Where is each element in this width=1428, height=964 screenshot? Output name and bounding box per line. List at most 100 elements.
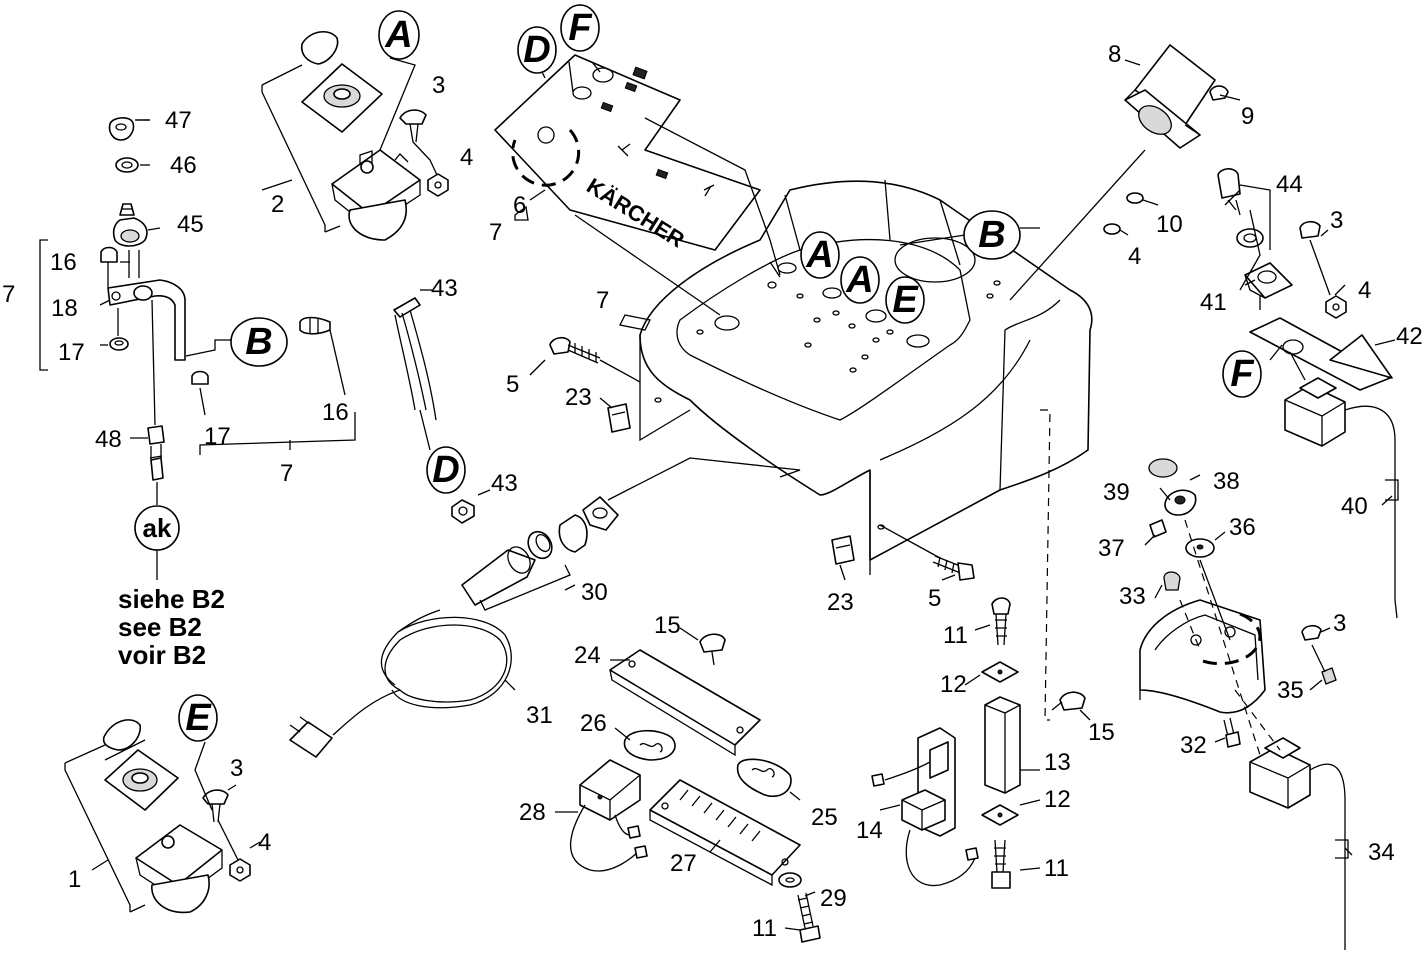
marker-a-left: A — [378, 10, 420, 60]
label-part-4-a: 4 — [460, 144, 473, 171]
label-part-28: 28 — [519, 799, 546, 826]
label-part-9: 9 — [1241, 103, 1254, 130]
label-part-5-a: 5 — [506, 371, 519, 398]
marker-a-housing-1: A — [800, 231, 840, 279]
marker-f-top: F — [560, 4, 600, 52]
label-part-11-a: 11 — [943, 622, 968, 649]
label-part-4-d: 4 — [1358, 277, 1371, 304]
label-part-31: 31 — [526, 702, 553, 729]
screw-5-lower — [879, 524, 975, 581]
label-part-17-b: 17 — [204, 423, 231, 450]
label-part-47: 47 — [165, 107, 192, 134]
label-part-23-a: 23 — [565, 384, 592, 411]
label-part-3-d: 3 — [1333, 610, 1346, 637]
svg-text:E: E — [892, 279, 919, 321]
label-part-26: 26 — [580, 710, 607, 737]
leader-lines — [91, 57, 1396, 931]
cable-43 — [393, 297, 475, 524]
label-part-7-a: 7 — [489, 219, 502, 246]
label-part-15-a: 15 — [654, 612, 681, 639]
svg-text:E: E — [185, 697, 212, 739]
plug-assembly-30 — [461, 457, 801, 611]
label-part-36: 36 — [1229, 514, 1256, 541]
label-part-6: 6 — [513, 192, 526, 219]
marker-b-housing: B — [963, 210, 1021, 260]
marker-a-housing-2: A — [840, 256, 880, 304]
label-part-16-b: 16 — [322, 399, 349, 426]
label-part-35: 35 — [1277, 677, 1304, 704]
label-part-16-a: 16 — [50, 249, 77, 276]
switch-assembly-2 — [261, 31, 421, 241]
marker-f-right: F — [1222, 350, 1262, 398]
socket-8 — [1124, 44, 1216, 149]
svg-text:D: D — [432, 449, 459, 491]
label-part-12-b: 12 — [1044, 786, 1071, 813]
nut-4-right-small — [1103, 223, 1121, 235]
label-part-24: 24 — [574, 642, 601, 669]
label-part-15-b: 15 — [1088, 719, 1115, 746]
switch-box-34 — [1249, 737, 1349, 950]
label-part-25: 25 — [811, 804, 838, 831]
marker-b-left: B — [230, 317, 288, 367]
label-part-32: 32 — [1180, 732, 1207, 759]
svg-text:ak: ak — [143, 513, 172, 543]
svg-text:F: F — [1230, 353, 1255, 395]
label-part-39: 39 — [1103, 479, 1130, 506]
part-number-labels: 1 2 3 3 3 3 4 4 4 4 5 5 6 7 7 7 7 8 9 10… — [2, 41, 1423, 942]
label-part-8: 8 — [1108, 41, 1121, 68]
block-13 — [984, 696, 1021, 794]
label-part-44: 44 — [1276, 171, 1303, 198]
sleeve-35 — [1321, 667, 1337, 685]
label-part-5-b: 5 — [928, 585, 941, 612]
spring-44 — [1217, 168, 1264, 248]
grommet-26 — [623, 729, 676, 761]
nut-4-upper — [427, 173, 449, 197]
main-housing — [639, 179, 1093, 575]
svg-text:B: B — [978, 214, 1005, 256]
label-part-4-b: 4 — [258, 829, 271, 856]
label-part-14: 14 — [856, 817, 883, 844]
screw-32 — [1223, 717, 1241, 748]
label-part-34: 34 — [1368, 839, 1395, 866]
bracket-assembly-7 — [39, 239, 356, 455]
nut-4-lower — [229, 858, 251, 882]
label-part-4-c: 4 — [1128, 243, 1141, 270]
marker-ak: ak — [134, 505, 180, 551]
screw-9 — [1209, 85, 1229, 101]
label-part-11-c: 11 — [752, 915, 777, 942]
screw-15-right — [1051, 691, 1086, 711]
pin-37 — [1149, 519, 1167, 538]
svg-text:A: A — [845, 259, 873, 301]
label-part-45: 45 — [177, 211, 204, 238]
knob-38 — [1164, 489, 1197, 516]
nut-4-right — [1325, 295, 1347, 319]
switch-box-40 — [1284, 377, 1399, 619]
disc-36 — [1185, 538, 1215, 558]
marker-d-cable: D — [426, 446, 466, 494]
switch-assembly-1 — [64, 719, 223, 914]
clip-23-lower — [831, 535, 855, 565]
plate-24 — [609, 649, 761, 757]
marker-d-top: D — [517, 26, 557, 74]
clip-23-upper — [607, 403, 631, 433]
svg-text:F: F — [568, 7, 593, 49]
relay-14 — [871, 727, 979, 887]
label-part-13: 13 — [1044, 749, 1071, 776]
screw-11-lower-right — [991, 839, 1011, 889]
label-part-48: 48 — [95, 426, 122, 453]
cap-33 — [1163, 571, 1181, 591]
label-part-17-a: 17 — [58, 339, 85, 366]
lever-42 — [1249, 317, 1393, 391]
label-part-3-b: 3 — [230, 755, 243, 782]
label-part-7-d: 7 — [280, 460, 293, 487]
label-part-11-b: 11 — [1044, 855, 1069, 882]
svg-text:see B2: see B2 — [118, 612, 202, 642]
terminal-27 — [649, 779, 801, 887]
control-panel-foil: KÄRCHER — [494, 54, 761, 253]
label-part-33: 33 — [1119, 583, 1146, 610]
screw-3-lower — [202, 789, 229, 823]
marker-e-lower: E — [178, 694, 218, 742]
module-28 — [569, 759, 648, 872]
